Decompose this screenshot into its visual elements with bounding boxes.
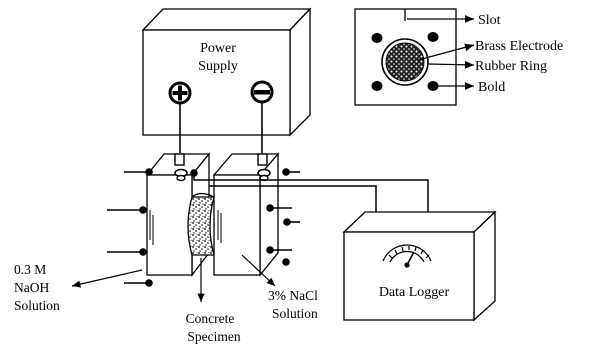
- inset-arrows: [407, 15, 475, 90]
- power-supply-label-line2: Supply: [198, 59, 238, 74]
- data-logger: [342, 210, 497, 322]
- positive-terminal: [168, 81, 192, 105]
- brass-electrode: [385, 42, 425, 82]
- naoh-label-line3: Solution: [14, 298, 60, 313]
- naoh-cell-bolts: [107, 168, 202, 287]
- specimen-label-line2: Specimen: [187, 329, 240, 344]
- data-logger-label: Data Logger: [379, 285, 450, 300]
- nacl-cell-terminal: [257, 153, 271, 182]
- naoh-label-line2: NaOH: [14, 280, 49, 295]
- nacl-label-line2: Solution: [272, 306, 318, 321]
- naoh-cell-terminal: [174, 153, 188, 182]
- power-wires: [179, 102, 263, 153]
- concrete-specimen: [187, 192, 215, 256]
- nacl-label-line1: 3% NaCl: [268, 288, 318, 303]
- brass-electrode-label: Brass Electrode: [475, 39, 563, 54]
- naoh-label-line1: 0.3 M: [14, 262, 46, 277]
- logger-wires: [193, 173, 429, 214]
- end-plate-inset: [354, 8, 457, 106]
- nacl-cell: [212, 152, 280, 277]
- nacl-cell-bolts: [266, 168, 300, 266]
- bolt-holes: [371, 32, 439, 91]
- bold-label: Bold: [478, 80, 505, 95]
- label-arrows: [71, 254, 276, 302]
- gauge-icon: [382, 244, 432, 268]
- rubber-ring-label: Rubber Ring: [475, 59, 547, 74]
- power-supply-label-line1: Power: [200, 41, 236, 56]
- power-supply: Power Supply: [141, 7, 312, 137]
- specimen-label-line1: Concrete: [186, 311, 235, 326]
- slot-label: Slot: [478, 13, 501, 28]
- negative-terminal: [250, 80, 274, 104]
